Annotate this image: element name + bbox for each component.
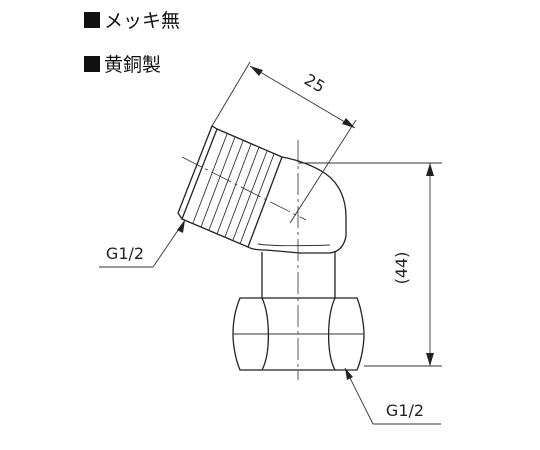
material-note-plating: メッキ無 xyxy=(84,12,180,31)
height-dimension-label: (44) xyxy=(392,252,411,285)
elbow-body xyxy=(247,156,347,254)
neck xyxy=(261,252,336,298)
dimension-44: (44) xyxy=(298,162,442,367)
plating-note-text: メッキ無 xyxy=(104,10,181,32)
center-lines xyxy=(181,140,307,380)
lower-thread-callout: G1/2 xyxy=(344,367,441,425)
brass-note-text: 黄銅製 xyxy=(104,54,162,76)
angled-threaded-nipple xyxy=(177,125,283,248)
length-dimension-label: 25 xyxy=(301,70,328,97)
upper-thread-label: G1/2 xyxy=(106,244,144,263)
dimension-25: 25 xyxy=(211,61,357,224)
lower-thread-label: G1/2 xyxy=(386,401,424,420)
upper-thread-callout: G1/2 xyxy=(99,219,186,268)
hex-nut xyxy=(232,297,365,371)
bullet-square-icon xyxy=(84,56,100,72)
material-note-brass: 黄銅製 xyxy=(84,56,161,75)
bullet-square-icon xyxy=(84,12,100,28)
